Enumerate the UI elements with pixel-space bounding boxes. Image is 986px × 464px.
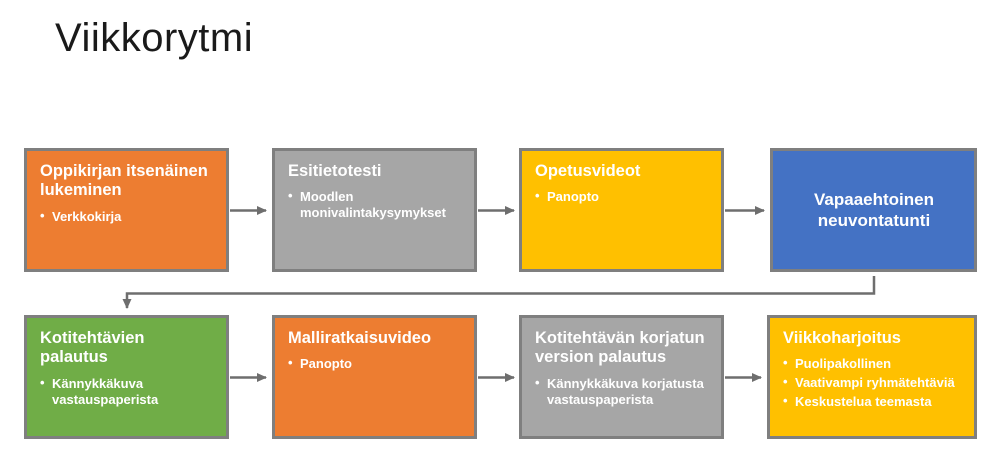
bullet-item: Panopto: [288, 355, 462, 372]
step-title: Esitietotesti: [288, 162, 382, 180]
arrow-step4-step5-elbow: [122, 276, 876, 309]
step-bullets: Puolipakollinen Vaativampi ryhmätehtäviä…: [783, 355, 962, 410]
step-title: Viikkoharjoitus: [783, 329, 901, 347]
step-bullets: Panopto: [535, 188, 709, 205]
bullet-item: Moodlen monivalintakysymykset: [288, 188, 462, 221]
step-malliratkaisuvideo: Malliratkaisuvideo Panopto: [272, 315, 477, 439]
bullet-item: Kännykkäkuva vastauspaperista: [40, 375, 214, 408]
step-title: Opetusvideot: [535, 162, 641, 180]
step-title: Vapaaehtoinen neuvontatunti: [814, 190, 934, 230]
step-esitietotesti: Esitietotesti Moodlen monivalintakysymyk…: [272, 148, 477, 272]
step-bullets: Moodlen monivalintakysymykset: [288, 188, 462, 221]
step-korjatun-version-palautus: Kotitehtävän korjatun version palautus K…: [519, 315, 724, 439]
bullet-item: Keskustelua teemasta: [783, 393, 962, 410]
step-opetusvideot: Opetusvideot Panopto: [519, 148, 724, 272]
bullet-item: Verkkokirja: [40, 208, 214, 225]
step-neuvontatunti: Vapaaehtoinen neuvontatunti: [770, 148, 977, 272]
step-bullets: Kännykkäkuva vastauspaperista: [40, 375, 214, 408]
bullet-item: Vaativampi ryhmätehtäviä: [783, 374, 962, 391]
step-title: Oppikirjan itsenäinen lukeminen: [40, 162, 208, 200]
step-kotitehtavien-palautus: Kotitehtävien palautus Kännykkäkuva vast…: [24, 315, 229, 439]
step-title: Malliratkaisuvideo: [288, 329, 432, 347]
bullet-item: Kännykkäkuva korjatusta vastauspaperista: [535, 375, 709, 408]
step-bullets: Verkkokirja: [40, 208, 214, 225]
step-viikkoharjoitus: Viikkoharjoitus Puolipakollinen Vaativam…: [767, 315, 977, 439]
bullet-item: Panopto: [535, 188, 709, 205]
step-bullets: Kännykkäkuva korjatusta vastauspaperista: [535, 375, 709, 408]
step-title: Kotitehtävien palautus: [40, 329, 145, 367]
step-bullets: Panopto: [288, 355, 462, 372]
page-title: Viikkorytmi: [55, 16, 254, 60]
bullet-item: Puolipakollinen: [783, 355, 962, 372]
step-oppikirjan-lukeminen: Oppikirjan itsenäinen lukeminen Verkkoki…: [24, 148, 229, 272]
step-title: Kotitehtävän korjatun version palautus: [535, 329, 705, 367]
